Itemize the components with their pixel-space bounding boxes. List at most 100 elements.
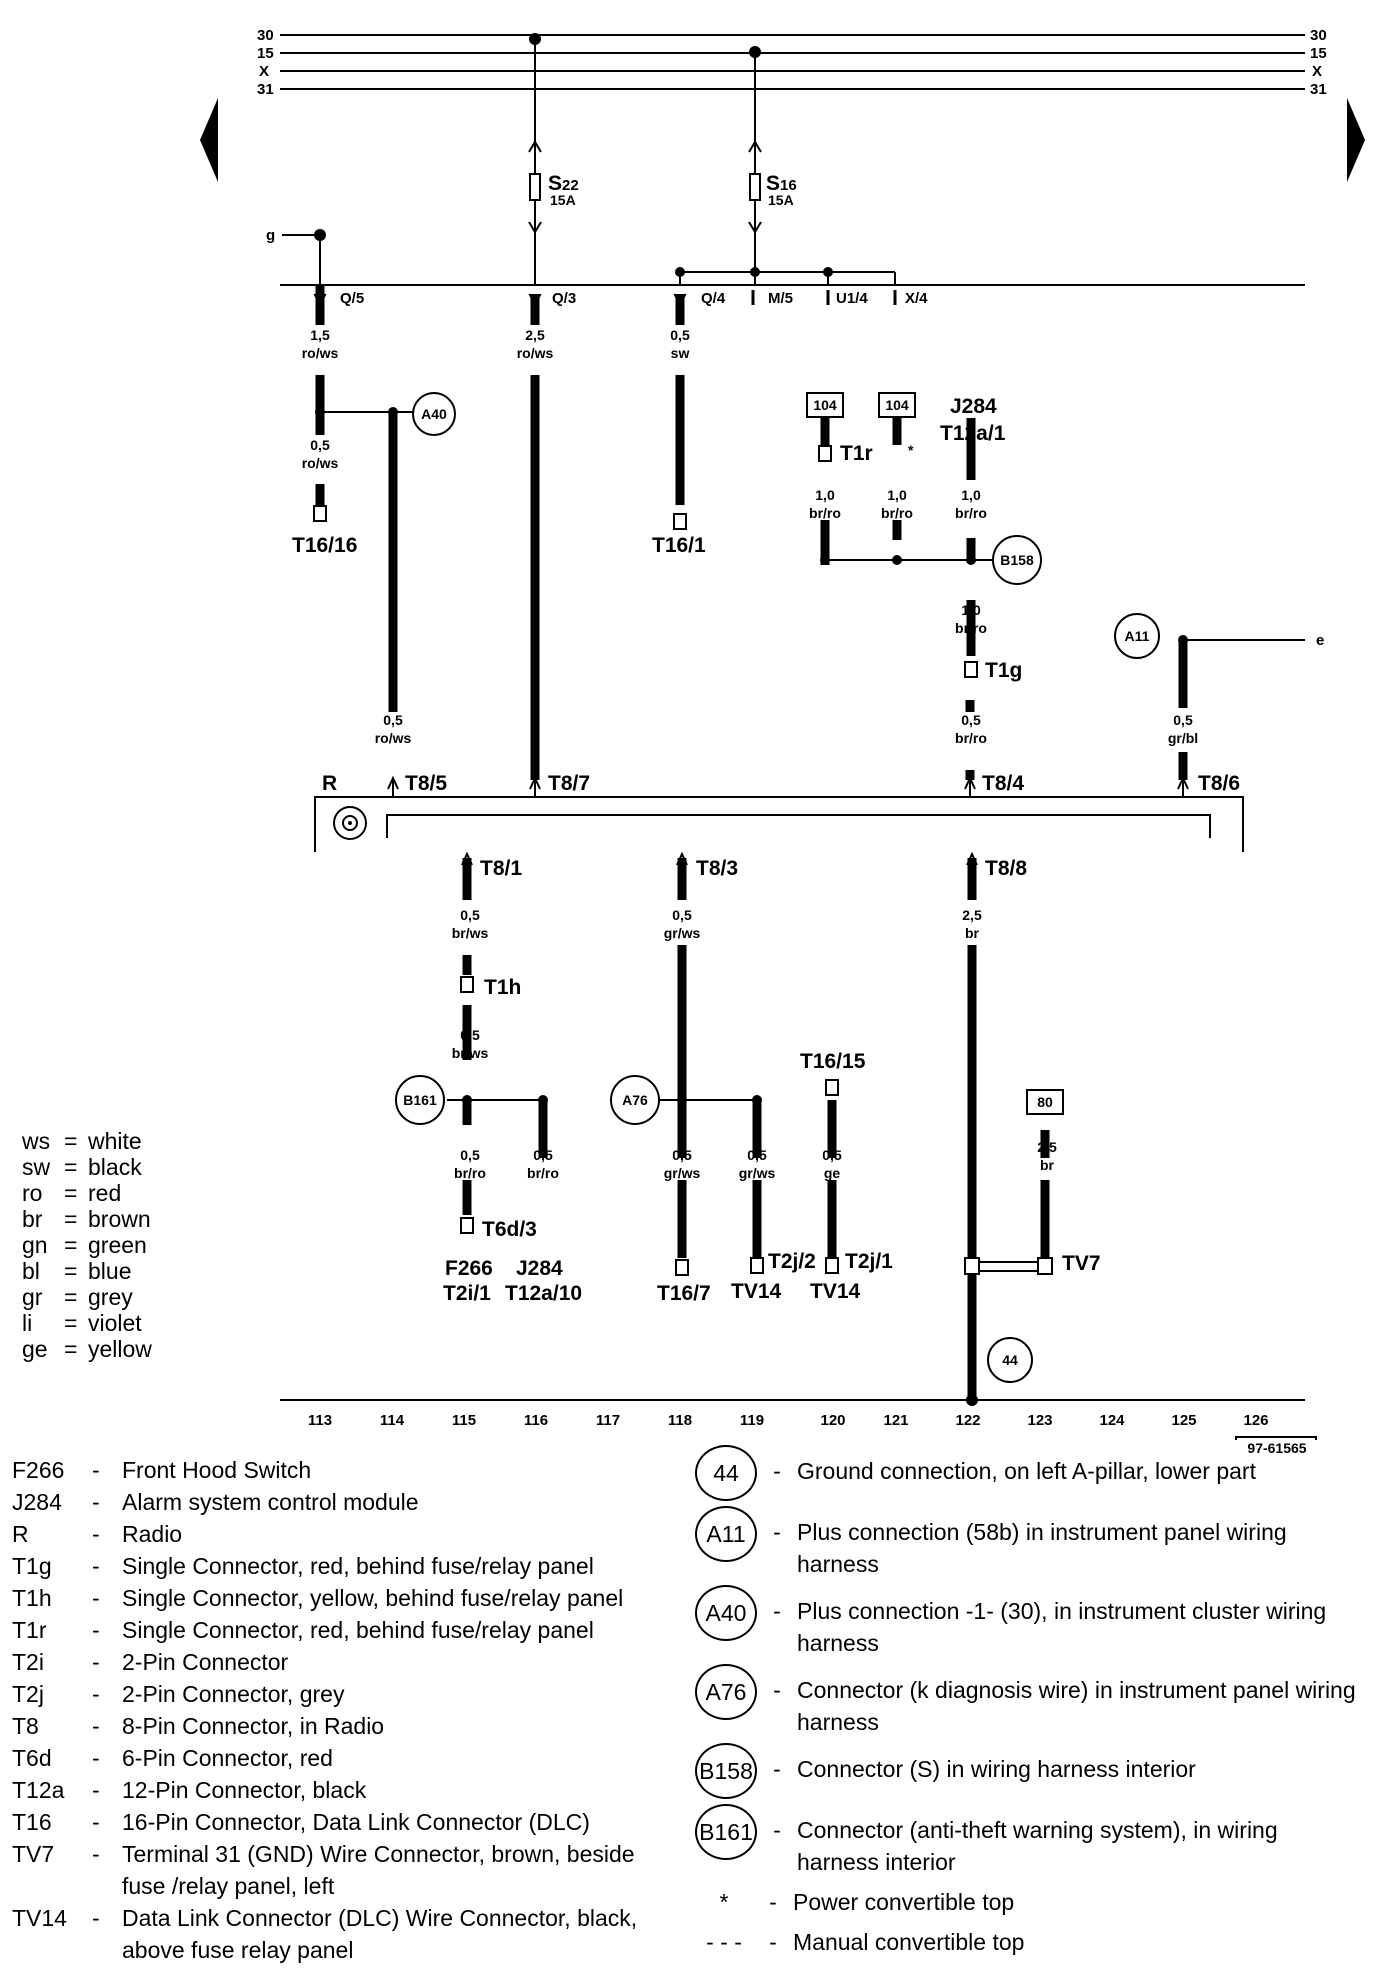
color-name: green <box>88 1232 147 1258</box>
color-code-row: sw=black <box>22 1154 152 1180</box>
wire-21-size: 2,5 <box>1037 1139 1057 1155</box>
legend-desc: Terminal 31 (GND) Wire Connector, brown,… <box>122 1841 635 1899</box>
comp-j284: J284 <box>516 1257 563 1280</box>
equals-sign: = <box>64 1232 78 1258</box>
legend-desc: 12-Pin Connector, black <box>122 1777 367 1803</box>
color-name: grey <box>88 1284 133 1310</box>
legend-desc: Single Connector, red, behind fuse/relay… <box>122 1617 594 1643</box>
color-code-row: bl=blue <box>22 1258 152 1284</box>
legend-row: F266-Front Hood Switch <box>12 1454 662 1486</box>
equals-sign: = <box>64 1258 78 1284</box>
legend-desc: Alarm system control module <box>122 1489 419 1515</box>
wire-19-size: 0,5 <box>822 1147 842 1163</box>
column-123: 123 <box>1027 1412 1052 1429</box>
ref-box-104-a <box>806 392 844 418</box>
connection-legend-row: B161-Connector (anti-theft warning syste… <box>695 1804 1365 1878</box>
legend-dash: - <box>92 1553 100 1579</box>
wire-4-size: 0,5 <box>310 437 330 453</box>
conn-t16-15: T16/15 <box>800 1050 866 1073</box>
legend-dash: - <box>92 1713 100 1739</box>
wire-7-color: br/ro <box>881 505 913 521</box>
wire-9-color: br/ro <box>955 620 987 636</box>
connection-legend: 44-Ground connection, on left A-pillar, … <box>695 1445 1365 1958</box>
next-page-arrow[interactable] <box>1347 98 1365 182</box>
legend-dash: - <box>92 1777 100 1803</box>
signal-e-label: e <box>1316 632 1324 649</box>
conn-t1r: T1r <box>840 442 873 465</box>
legend-code: T12a <box>12 1777 65 1803</box>
previous-page-arrow[interactable] <box>200 98 218 182</box>
legend-code: T1r <box>12 1617 47 1643</box>
wire-12-size: 0,5 <box>460 907 480 923</box>
connection-desc: Plus connection -1- (30), in instrument … <box>797 1598 1327 1656</box>
star-note: * <box>908 442 914 458</box>
legend-code: F266 <box>12 1457 65 1483</box>
connector-b161 <box>395 1075 445 1125</box>
conn-t2j1: T2j/1 <box>845 1250 893 1273</box>
connector-b158-label: B158 <box>1000 552 1034 568</box>
legend-code: T6d <box>12 1745 52 1771</box>
color-name: violet <box>88 1310 142 1336</box>
ground-44-label: 44 <box>1002 1352 1018 1368</box>
figure-id: 97-61565 <box>1247 1440 1307 1456</box>
color-code: ro <box>22 1180 43 1206</box>
legend-dash: - <box>92 1585 100 1611</box>
wire-8-color: br/ro <box>955 505 987 521</box>
color-code: ws <box>22 1128 51 1154</box>
conn-t1h: T1h <box>484 976 521 999</box>
wire-16-size: 0,5 <box>672 907 692 923</box>
note-row: - - --Manual convertible top <box>695 1926 1365 1958</box>
legend-row: R-Radio <box>12 1518 662 1550</box>
legend-row: T2j-2-Pin Connector, grey <box>12 1678 662 1710</box>
color-name: white <box>88 1128 142 1154</box>
equals-sign: = <box>64 1154 78 1180</box>
color-name: yellow <box>88 1336 152 1362</box>
equals-sign: = <box>64 1180 78 1206</box>
column-120: 120 <box>820 1412 845 1429</box>
conn-t16-16: T16/16 <box>292 534 357 557</box>
conn-t8-3: T8/3 <box>696 857 738 880</box>
ref-box-104-b <box>878 392 916 418</box>
connection-code-circle: B158 <box>695 1743 757 1799</box>
equals-sign: = <box>64 1310 78 1336</box>
connection-code-circle: A11 <box>695 1506 757 1562</box>
color-name: red <box>88 1180 122 1206</box>
conn-t2i1: T2i/1 <box>443 1282 491 1305</box>
connector-a40 <box>412 392 456 436</box>
color-code: gn <box>22 1232 48 1258</box>
conn-t2j2: T2j/2 <box>768 1250 816 1273</box>
wire-10-size: 0,5 <box>961 712 981 728</box>
connector-a11-label: A11 <box>1125 628 1150 644</box>
legend-row: T12a -12-Pin Connector, black <box>12 1774 662 1806</box>
supply-rails <box>280 34 1305 90</box>
note-desc: Power convertible top <box>793 1889 1015 1915</box>
equals-sign: = <box>64 1206 78 1232</box>
connector-a76-label: A76 <box>622 1092 648 1108</box>
legend-row: T1g-Single Connector, red, behind fuse/r… <box>12 1550 662 1582</box>
connection-legend-row: A40-Plus connection -1- (30), in instrum… <box>695 1585 1365 1659</box>
bus-point-q3: Q/3 <box>552 290 576 307</box>
legend-desc: Single Connector, red, behind fuse/relay… <box>122 1553 594 1579</box>
wire-18-color: gr/ws <box>739 1165 776 1181</box>
color-code: ge <box>22 1336 48 1362</box>
wire-2-size: 2,5 <box>525 327 545 343</box>
bus-point-q5: Q/5 <box>340 290 364 307</box>
wire-15-color: br/ro <box>527 1165 559 1181</box>
legend-dash: - <box>92 1457 100 1483</box>
fuse-s22-label: S22 <box>548 172 579 195</box>
legend-dash: - <box>773 1458 781 1484</box>
legend-desc: 2-Pin Connector, grey <box>122 1681 345 1707</box>
column-124: 124 <box>1099 1412 1125 1429</box>
radio-box <box>314 796 1244 852</box>
color-code-list: ws=white sw=black ro=red br=brown gn=gre… <box>22 1128 152 1362</box>
conn-t12a1: T12a/1 <box>940 422 1006 445</box>
rail-label-31: 31 <box>257 81 274 98</box>
column-118: 118 <box>668 1412 692 1429</box>
legend-code: J284 <box>12 1489 62 1515</box>
legend-code: T1h <box>12 1585 52 1611</box>
note-row: *-Power convertible top <box>695 1886 1365 1918</box>
rail-label-30: 30 <box>257 27 274 44</box>
column-113: 113 <box>308 1412 332 1429</box>
wire-7-size: 1,0 <box>887 487 907 503</box>
legend-dash: - <box>92 1841 100 1867</box>
